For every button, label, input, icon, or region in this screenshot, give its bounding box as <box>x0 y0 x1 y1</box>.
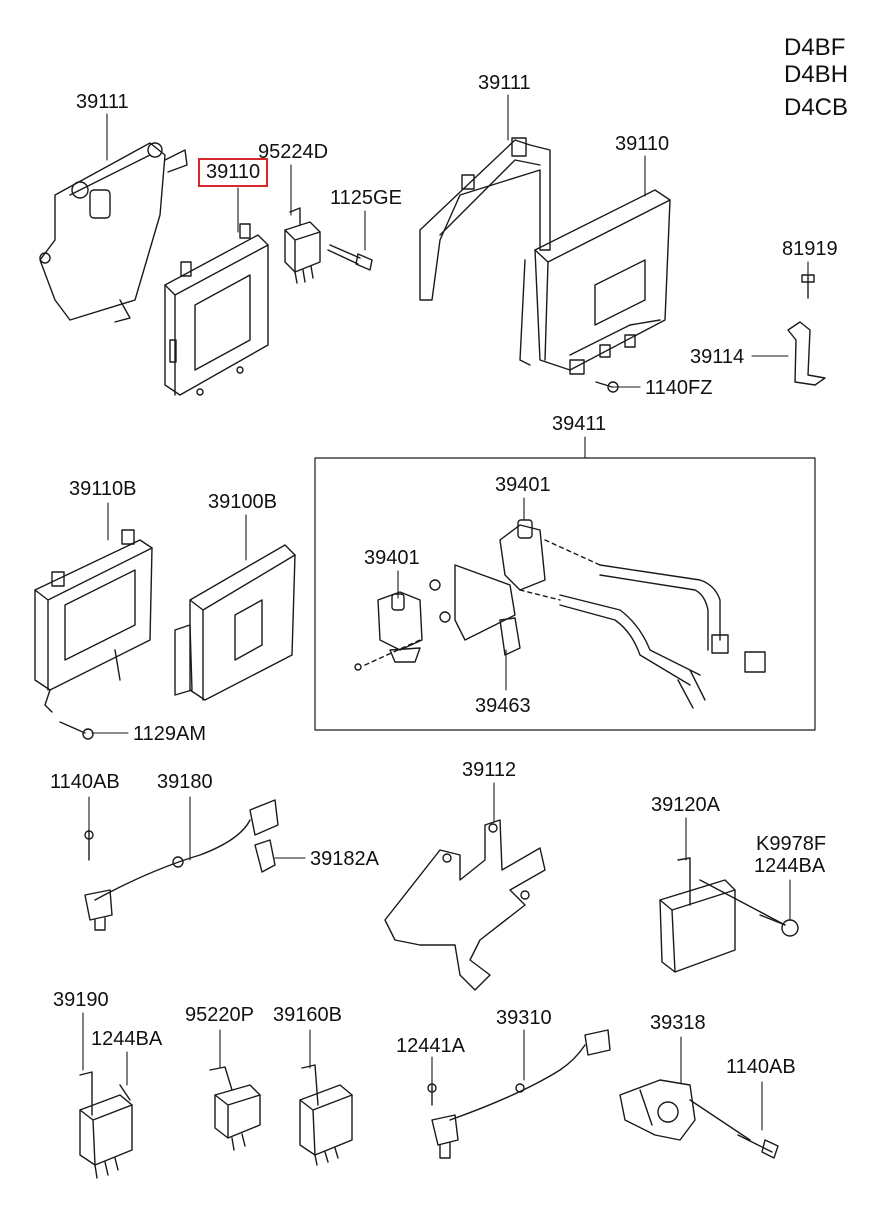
part-label-39111[interactable]: 39111 <box>76 91 129 113</box>
part-label-39401-lower[interactable]: 39401 <box>364 547 420 569</box>
ecu-39110B <box>34 529 153 713</box>
part-label-39401-upper[interactable]: 39401 <box>495 474 551 496</box>
part-label-95220P[interactable]: 95220P <box>185 1004 254 1026</box>
part-label-39120A[interactable]: 39120A <box>651 794 720 816</box>
module-39120A <box>659 857 799 973</box>
part-label-95224D[interactable]: 95224D <box>258 141 329 163</box>
sensor-39318 <box>619 1079 779 1159</box>
part-label-39318[interactable]: 39318 <box>650 1012 706 1034</box>
sensor-39310 <box>427 1029 611 1159</box>
part-label-1125GE[interactable]: 1125GE <box>330 187 402 209</box>
engine-code-1: D4BF <box>784 34 846 61</box>
part-label-39100B[interactable]: 39100B <box>208 491 277 513</box>
part-label-39180[interactable]: 39180 <box>157 771 213 793</box>
bolt-1125GE <box>327 244 373 271</box>
part-label-39114[interactable]: 39114 <box>690 346 745 368</box>
bracket-39111-left <box>39 142 188 323</box>
part-label-81919[interactable]: 81919 <box>782 238 838 260</box>
part-label-1140AB-left[interactable]: 1140AB <box>50 771 120 793</box>
part-label-39411[interactable]: 39411 <box>552 413 607 435</box>
part-label-39190[interactable]: 39190 <box>53 989 109 1011</box>
relay-95224D <box>284 207 321 284</box>
solenoid-valve-assembly <box>354 519 766 709</box>
part-label-39110-right[interactable]: 39110 <box>615 133 670 155</box>
part-label-12441A[interactable]: 12441A <box>396 1035 465 1057</box>
relay-39190 <box>79 1071 133 1179</box>
part-label-39310[interactable]: 39310 <box>496 1007 552 1029</box>
assembly-box-39411 <box>314 457 816 731</box>
bolt-1140FZ <box>595 381 619 393</box>
part-label-39160B[interactable]: 39160B <box>273 1004 342 1026</box>
part-label-K9978F[interactable]: K9978F <box>756 833 827 855</box>
relay-39160B <box>299 1064 353 1166</box>
ecu-39110-right <box>519 189 671 375</box>
part-label-39111-right[interactable]: 39111 <box>478 72 531 94</box>
relay-95220P <box>209 1066 261 1151</box>
ecu-39110-left <box>164 223 269 396</box>
part-label-39182A[interactable]: 39182A <box>310 848 379 870</box>
bracket-39111-right <box>419 137 551 301</box>
part-label-39110B[interactable]: 39110B <box>69 478 137 500</box>
sensor-39180 <box>84 799 279 931</box>
part-label-39110-highlighted[interactable]: 39110 <box>198 158 269 187</box>
ecu-39100B <box>174 544 296 701</box>
clip-39182A <box>254 839 276 873</box>
part-label-39112[interactable]: 39112 <box>462 759 517 781</box>
bracket-39112 <box>384 819 546 991</box>
part-label-39463[interactable]: 39463 <box>475 695 531 717</box>
engine-code-2: D4BH <box>784 61 849 88</box>
part-label-1140FZ[interactable]: 1140FZ <box>645 377 713 399</box>
engine-code-3: D4CB <box>784 94 849 121</box>
part-label-1129AM[interactable]: 1129AM <box>133 723 207 745</box>
clip-39114 <box>787 321 826 386</box>
part-label-1244BA-left[interactable]: 1244BA <box>91 1028 163 1050</box>
bolt-1129AM <box>59 721 94 740</box>
part-label-1140AB-right[interactable]: 1140AB <box>726 1056 796 1078</box>
part-label-1244BA-right[interactable]: 1244BA <box>754 855 826 877</box>
bolt-81919 <box>801 274 815 299</box>
